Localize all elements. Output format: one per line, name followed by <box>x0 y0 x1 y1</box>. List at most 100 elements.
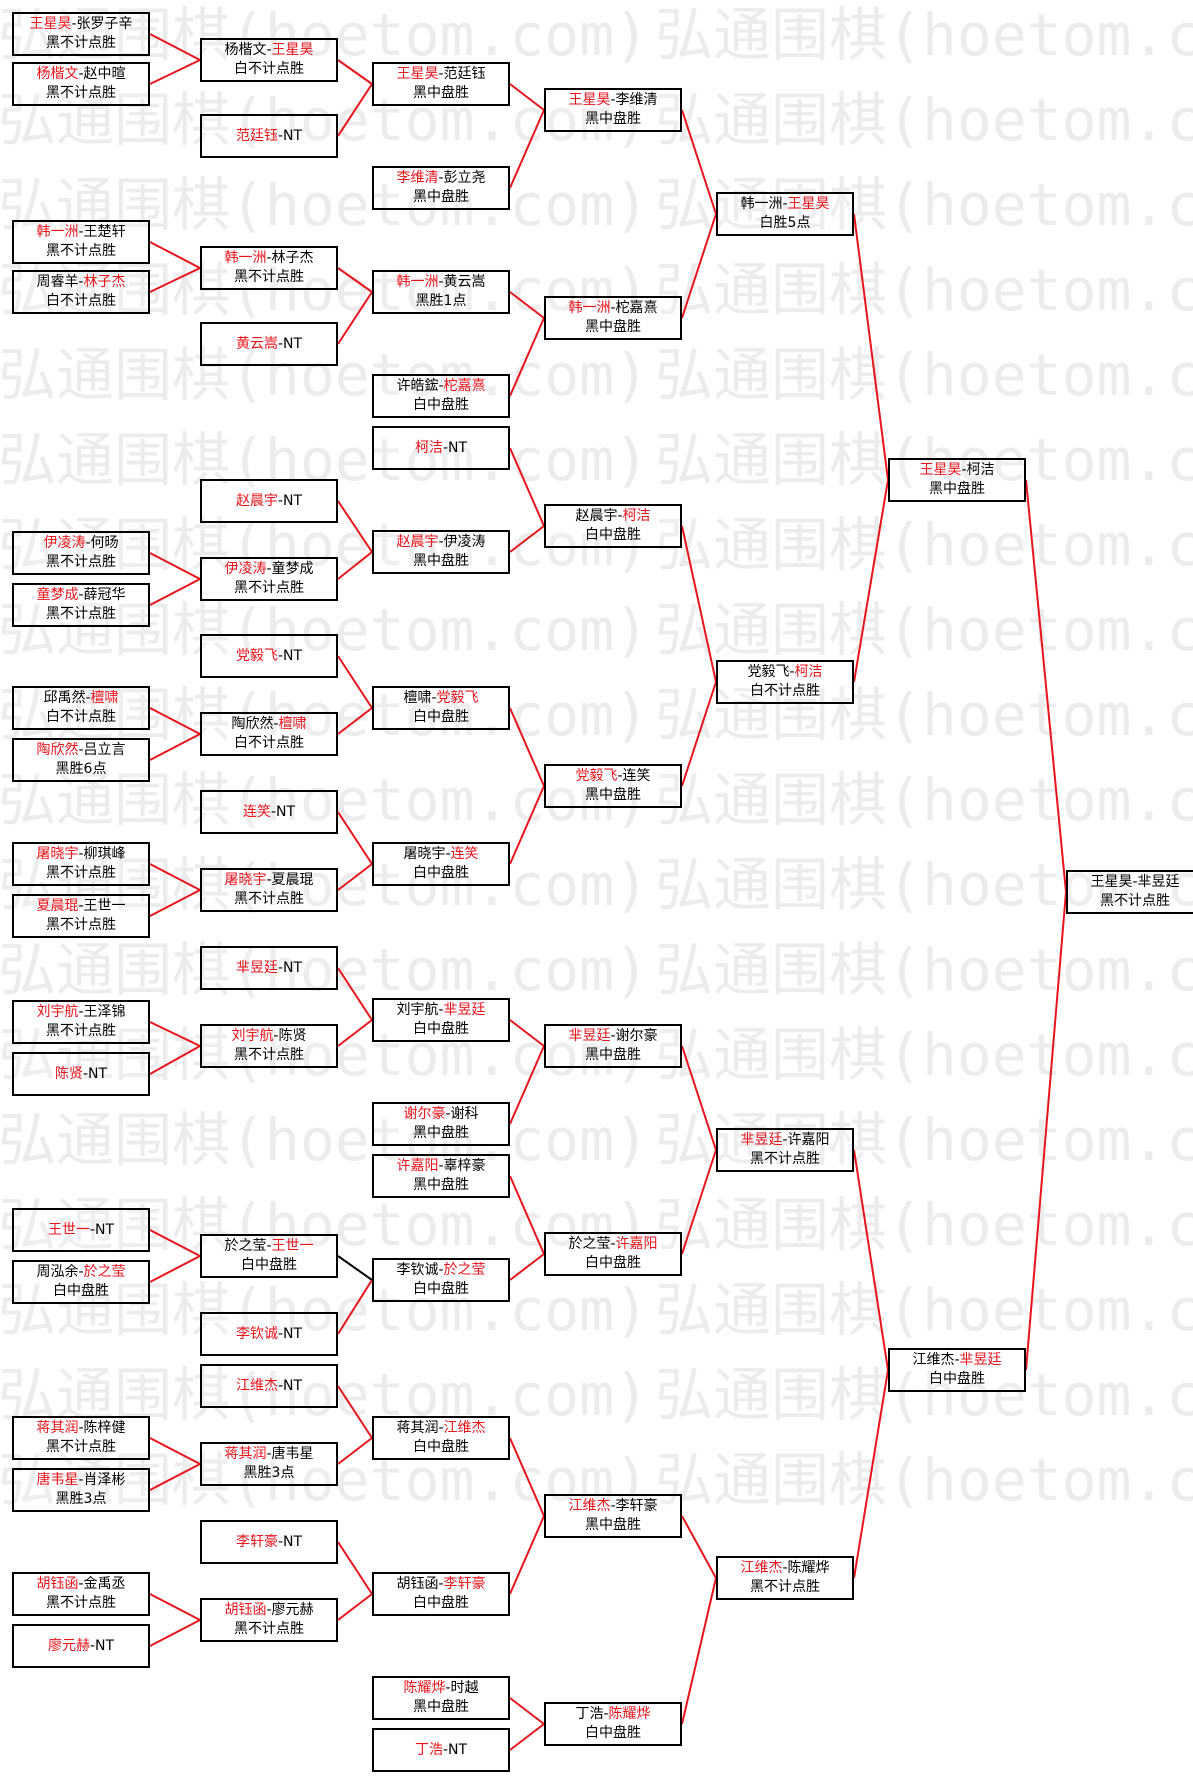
bracket-connector <box>337 863 373 891</box>
bracket-connector <box>337 291 373 345</box>
match-result: 黑胜1点 <box>415 293 467 309</box>
player-white: 陈梓健 <box>83 1420 126 1436</box>
separator: - <box>954 1352 960 1368</box>
match-result: 黑不计点胜 <box>234 580 304 596</box>
match-players: 王星昊-张罗子辛 <box>29 15 132 34</box>
match-box: 芈昱廷-许嘉阳黑不计点胜 <box>716 1128 854 1172</box>
player-black: 於之莹 <box>568 1236 611 1252</box>
separator: - <box>266 872 272 888</box>
match-result: 黑中盘胜 <box>413 553 469 569</box>
player-black: 许皓鋐 <box>396 378 439 394</box>
match-box: 屠晓宇-柳琪峰黑不计点胜 <box>12 842 150 886</box>
separator: - <box>89 1637 96 1654</box>
bracket-connector <box>681 525 717 683</box>
separator: - <box>789 664 795 680</box>
player-black: 丁浩 <box>575 1706 604 1722</box>
bracket-connector <box>149 889 201 917</box>
match-players: 蒋其润-江维杰 <box>396 1419 485 1438</box>
match-box: 於之莹-王世一白中盘胜 <box>200 1234 338 1278</box>
bracket-connector <box>149 1463 201 1491</box>
separator: - <box>78 1004 84 1020</box>
separator: - <box>82 1065 89 1082</box>
player-white: 廖元赫 <box>271 1602 314 1618</box>
player-white: 王泽锦 <box>83 1004 126 1020</box>
match-box: 廖元赫-NT <box>12 1624 150 1668</box>
match-result: 黑不计点胜 <box>234 269 304 285</box>
separator: - <box>617 768 623 784</box>
bracket-connector <box>149 1021 201 1047</box>
match-players: 党毅飞-连笑 <box>575 767 650 786</box>
player-black: 江维杰 <box>235 1377 278 1394</box>
match-box: 王星昊-范廷钰黑中盘胜 <box>372 62 510 106</box>
bracket-connector <box>509 83 545 111</box>
player-black: 刘宇航 <box>396 1002 439 1018</box>
match-box: 芈昱廷-谢尔豪黑中盘胜 <box>544 1024 682 1068</box>
match-result: 白中盘胜 <box>929 1371 985 1387</box>
bracket-connector <box>853 1369 889 1579</box>
match-result: 白中盘胜 <box>585 1255 641 1271</box>
bracket-connector <box>681 1515 717 1579</box>
match-box: 江维杰-陈耀烨黑不计点胜 <box>716 1556 854 1600</box>
player-black: 韩一洲 <box>568 300 611 316</box>
match-box: 江维杰-芈昱廷白中盘胜 <box>888 1348 1026 1392</box>
match-box: 陶欣然-檀啸白不计点胜 <box>200 712 338 756</box>
player-black: 李维清 <box>396 170 439 186</box>
separator: - <box>617 508 623 524</box>
match-players: 王星昊-李维清 <box>568 91 657 110</box>
separator: - <box>266 42 272 58</box>
match-result: 黑中盘胜 <box>929 481 985 497</box>
match-box: 周泓余-於之莹白中盘胜 <box>12 1260 150 1304</box>
player-black: 胡钰函 <box>36 1576 79 1592</box>
player-black: 赵晨宇 <box>396 534 439 550</box>
match-box: 韩一洲-林子杰黑不计点胜 <box>200 246 338 290</box>
separator: - <box>78 587 84 603</box>
match-box: 韩一洲-王星昊白胜5点 <box>716 192 854 236</box>
match-box: 胡钰函-李轩豪白中盘胜 <box>372 1572 510 1616</box>
player-white: NT <box>283 492 303 509</box>
separator: - <box>277 1377 284 1394</box>
player-black: 党毅飞 <box>747 664 790 680</box>
player-white: 檀啸 <box>278 716 307 732</box>
match-box: 王星昊-芈昱廷黑不计点胜 <box>1066 870 1193 914</box>
player-black: 王星昊 <box>1090 874 1133 890</box>
bracket-connector <box>1025 479 1067 893</box>
player-white: NT <box>283 959 303 976</box>
match-players: 李轩豪-NT <box>236 1533 302 1552</box>
match-players: 范廷钰-NT <box>236 127 302 146</box>
match-box: 党毅飞-NT <box>200 634 338 678</box>
match-players: 陶欣然-吕立言 <box>36 741 125 760</box>
bracket-connector <box>337 1279 373 1335</box>
match-players: 伊凌涛-童梦成 <box>224 560 313 579</box>
separator: - <box>266 1446 272 1462</box>
separator: - <box>445 1106 451 1122</box>
match-players: 蒋其润-陈梓健 <box>36 1419 125 1438</box>
separator: - <box>603 1706 609 1722</box>
match-players: 谢尔豪-谢科 <box>403 1105 478 1124</box>
bracket-connector <box>337 1541 373 1595</box>
bracket-connector <box>681 213 717 319</box>
match-players: 王星昊-范廷钰 <box>396 65 485 84</box>
player-black: 谢尔豪 <box>403 1106 446 1122</box>
player-black: 黄云嵩 <box>235 335 278 352</box>
player-white: NT <box>88 1065 108 1082</box>
match-box: 刘宇航-陈贤黑不计点胜 <box>200 1024 338 1068</box>
bracket-connector <box>509 291 545 319</box>
player-white: 谢科 <box>450 1106 479 1122</box>
match-players: 党毅飞-NT <box>236 647 302 666</box>
separator: - <box>610 92 616 108</box>
player-white: 王世一 <box>83 898 126 914</box>
match-box: 丁浩-陈耀烨白中盘胜 <box>544 1702 682 1746</box>
match-result: 黑不计点胜 <box>46 35 116 51</box>
match-players: 江维杰-NT <box>236 1377 302 1396</box>
match-box: 赵晨宇-NT <box>200 479 338 523</box>
player-white: 芈昱廷 <box>443 1002 486 1018</box>
bracket-connector <box>853 213 889 481</box>
bracket-connector <box>853 479 889 683</box>
match-players: 刘宇航-王泽锦 <box>36 1003 125 1022</box>
match-result: 黑中盘胜 <box>413 1177 469 1193</box>
separator: - <box>442 439 449 456</box>
match-box: 黄云嵩-NT <box>200 322 338 366</box>
match-result: 白不计点胜 <box>46 293 116 309</box>
match-players: 韩一洲-柁嘉熹 <box>568 299 657 318</box>
